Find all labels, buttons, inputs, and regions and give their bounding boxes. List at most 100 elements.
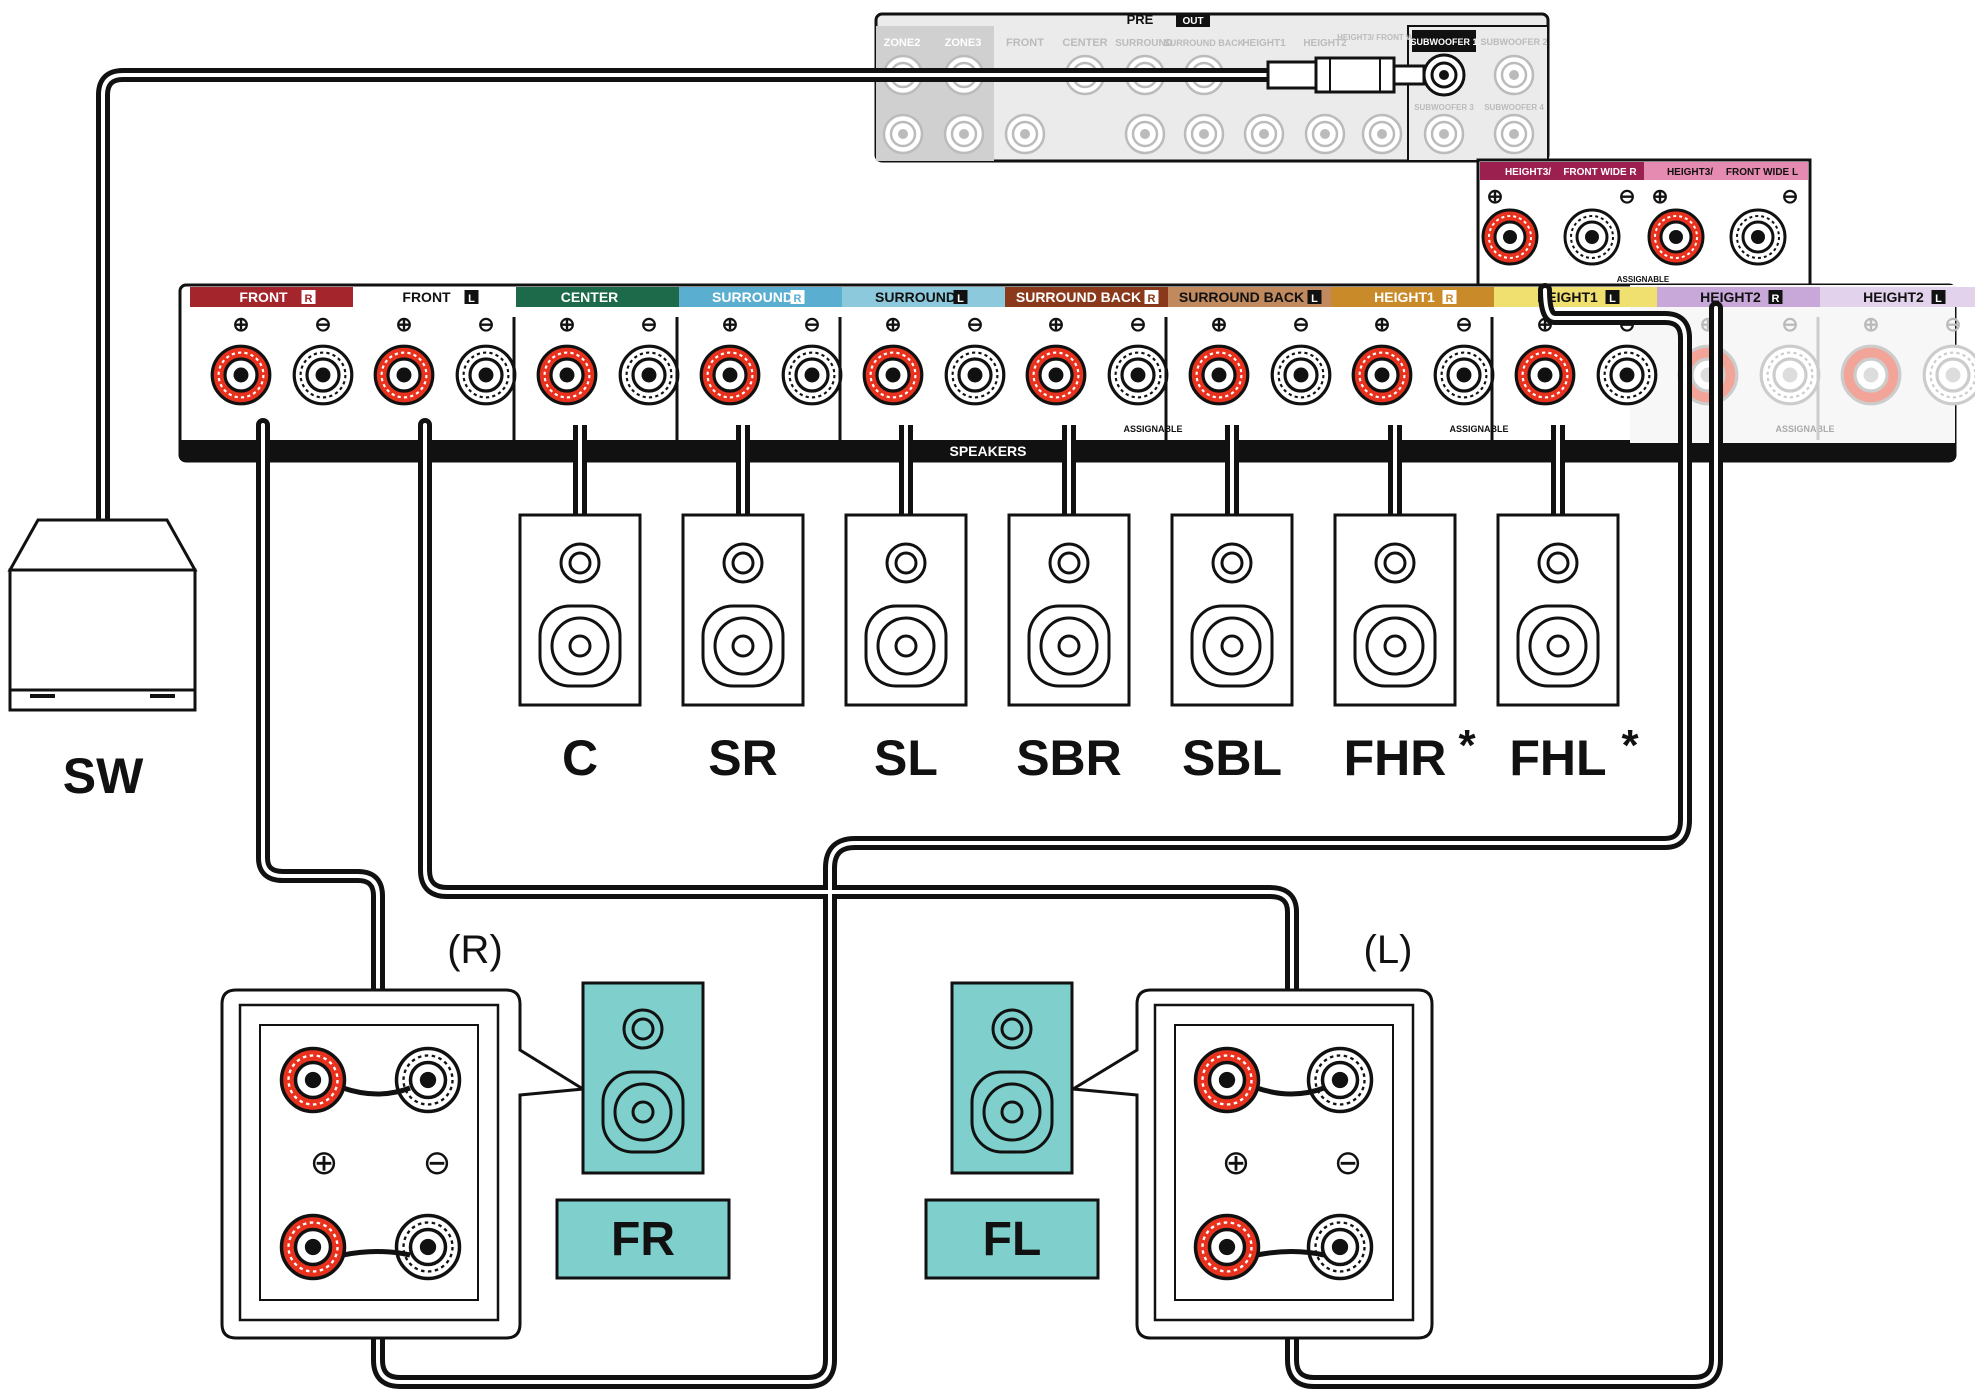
panel-minus-terminal (1107, 344, 1169, 406)
svg-text:⊖: ⊖ (1619, 186, 1636, 208)
minus-marker: ⊖ (315, 314, 332, 336)
speaker-icon (518, 513, 642, 707)
front-right-side-label: (R) (447, 928, 503, 972)
channel-side-label: R (794, 293, 802, 305)
channel-side-label: L (1935, 293, 1942, 305)
fl-label: FL (983, 1213, 1042, 1266)
preout-label-surround: SURROUND (1115, 38, 1173, 49)
fl-lower-plus-terminal (1193, 1213, 1261, 1281)
svg-text:⊖: ⊖ (1782, 186, 1799, 208)
height3-l-minus-terminal (1729, 208, 1787, 266)
fr-lower-plus-terminal (279, 1213, 347, 1281)
channel-header-10: HEIGHT2 R (1657, 287, 1820, 307)
preout-label-subwoofer3: SUBWOOFER 3 (1414, 103, 1474, 112)
panel-plus-terminal (862, 344, 924, 406)
channel-side-label: R (1148, 293, 1156, 305)
channel-side-label: R (305, 293, 313, 305)
svg-text:⊕: ⊕ (1652, 186, 1669, 208)
panel-plus-terminal (373, 344, 435, 406)
channel-side-label: L (1609, 293, 1616, 305)
fl-plus-sign: ⊕ (1222, 1144, 1251, 1182)
minus-marker: ⊖ (1782, 314, 1799, 336)
height3-label-l2: FRONT WIDE L (1726, 167, 1798, 178)
plus-marker: ⊕ (885, 314, 902, 336)
speaker-panel: SPEAKERS ASSIGNABLE ASSIGNABLE ASSIGNABL… (178, 283, 1975, 463)
preout-label-zone3: ZONE3 (945, 37, 982, 49)
fr-upper-minus-terminal (394, 1046, 462, 1114)
svg-text:⊕: ⊕ (1487, 186, 1504, 208)
plus-marker: ⊕ (233, 314, 250, 336)
fr-plus-cable (256, 418, 385, 1055)
channel-label: HEIGHT2 (1700, 289, 1761, 305)
preout-label-height1: HEIGHT1 (1242, 38, 1286, 49)
channel-header-3: CENTER (516, 287, 679, 307)
channel-label: SURROUND (712, 289, 793, 305)
channel-side-label: R (1772, 293, 1780, 305)
speaker-icon (1170, 513, 1294, 707)
channel-label: SURROUND BACK (1016, 289, 1141, 305)
subwoofer-unit: SW (7, 518, 198, 804)
speaker-label: SBL (1182, 730, 1282, 786)
assignable-label-3: ASSIGNABLE (1775, 424, 1834, 434)
panel-minus-terminal (618, 344, 680, 406)
panel-minus-terminal (1270, 344, 1332, 406)
height3-label-l1: HEIGHT3/ (1667, 167, 1713, 178)
plus-marker: ⊕ (396, 314, 413, 336)
channel-side-label: L (957, 293, 964, 305)
fl-speaker-icon (950, 981, 1074, 1175)
panel-minus-terminal (1922, 344, 1975, 406)
speaker-label: SR (708, 730, 777, 786)
panel-plus-terminal (1025, 344, 1087, 406)
minus-marker: ⊖ (967, 314, 984, 336)
height3-l-plus-terminal (1647, 208, 1705, 266)
height3-label-r1: HEIGHT3/ (1505, 167, 1551, 178)
panel-plus-terminal (1188, 344, 1250, 406)
front-left-group: (L) ⊕ ⊖ FL (924, 928, 1434, 1340)
plus-marker: ⊕ (722, 314, 739, 336)
plus-marker: ⊕ (1048, 314, 1065, 336)
minus-marker: ⊖ (478, 314, 495, 336)
speaker-asterisk: * (1621, 721, 1639, 770)
speaker-label: FHL (1509, 730, 1606, 786)
preout-label-subwoofer1: SUBWOOFER 1 (1410, 37, 1477, 47)
channel-side-label: L (468, 293, 475, 305)
fr-minus-sign: ⊖ (423, 1144, 452, 1182)
channel-label: CENTER (561, 289, 619, 305)
fr-speaker-icon (581, 981, 705, 1175)
fl-upper-plus-terminal (1193, 1046, 1261, 1114)
front-left-side-label: (L) (1364, 928, 1413, 972)
preout-label-center: CENTER (1062, 37, 1107, 49)
preout-label-height2: HEIGHT2 (1303, 38, 1347, 49)
height3-panel: HEIGHT3/ FRONT WIDE R HEIGHT3/ FRONT WID… (1476, 158, 1812, 287)
height3-assignable: ASSIGNABLE (1617, 275, 1670, 284)
preout-label-zone2: ZONE2 (884, 37, 921, 49)
minus-marker: ⊖ (641, 314, 658, 336)
panel-plus-terminal (1840, 344, 1902, 406)
speakers-label: SPEAKERS (949, 443, 1026, 459)
plus-marker: ⊕ (559, 314, 576, 336)
speaker-icon (681, 513, 805, 707)
rca-plug (1266, 56, 1426, 94)
panel-minus-terminal (455, 344, 517, 406)
channel-label: HEIGHT2 (1863, 289, 1924, 305)
panel-plus-terminal (1514, 344, 1576, 406)
front-right-group: (R) ⊕ ⊖ FR (220, 928, 731, 1340)
channel-label: FRONT (402, 289, 451, 305)
panel-minus-terminal (292, 344, 354, 406)
height3-r-plus-terminal (1481, 208, 1539, 266)
speaker-icon (1496, 513, 1620, 707)
fr-upper-plus-terminal (279, 1046, 347, 1114)
fr-lower-minus-terminal (394, 1213, 462, 1281)
speaker-label: C (562, 730, 598, 786)
channel-label: SURROUND BACK (1179, 289, 1304, 305)
plus-marker: ⊕ (1374, 314, 1391, 336)
preout-label-height3: HEIGHT3/ FRONT WIDE (1337, 33, 1427, 42)
height3-label-r2: FRONT WIDE R (1563, 167, 1637, 178)
speaker-icon (844, 513, 968, 707)
channel-label: SURROUND (875, 289, 956, 305)
